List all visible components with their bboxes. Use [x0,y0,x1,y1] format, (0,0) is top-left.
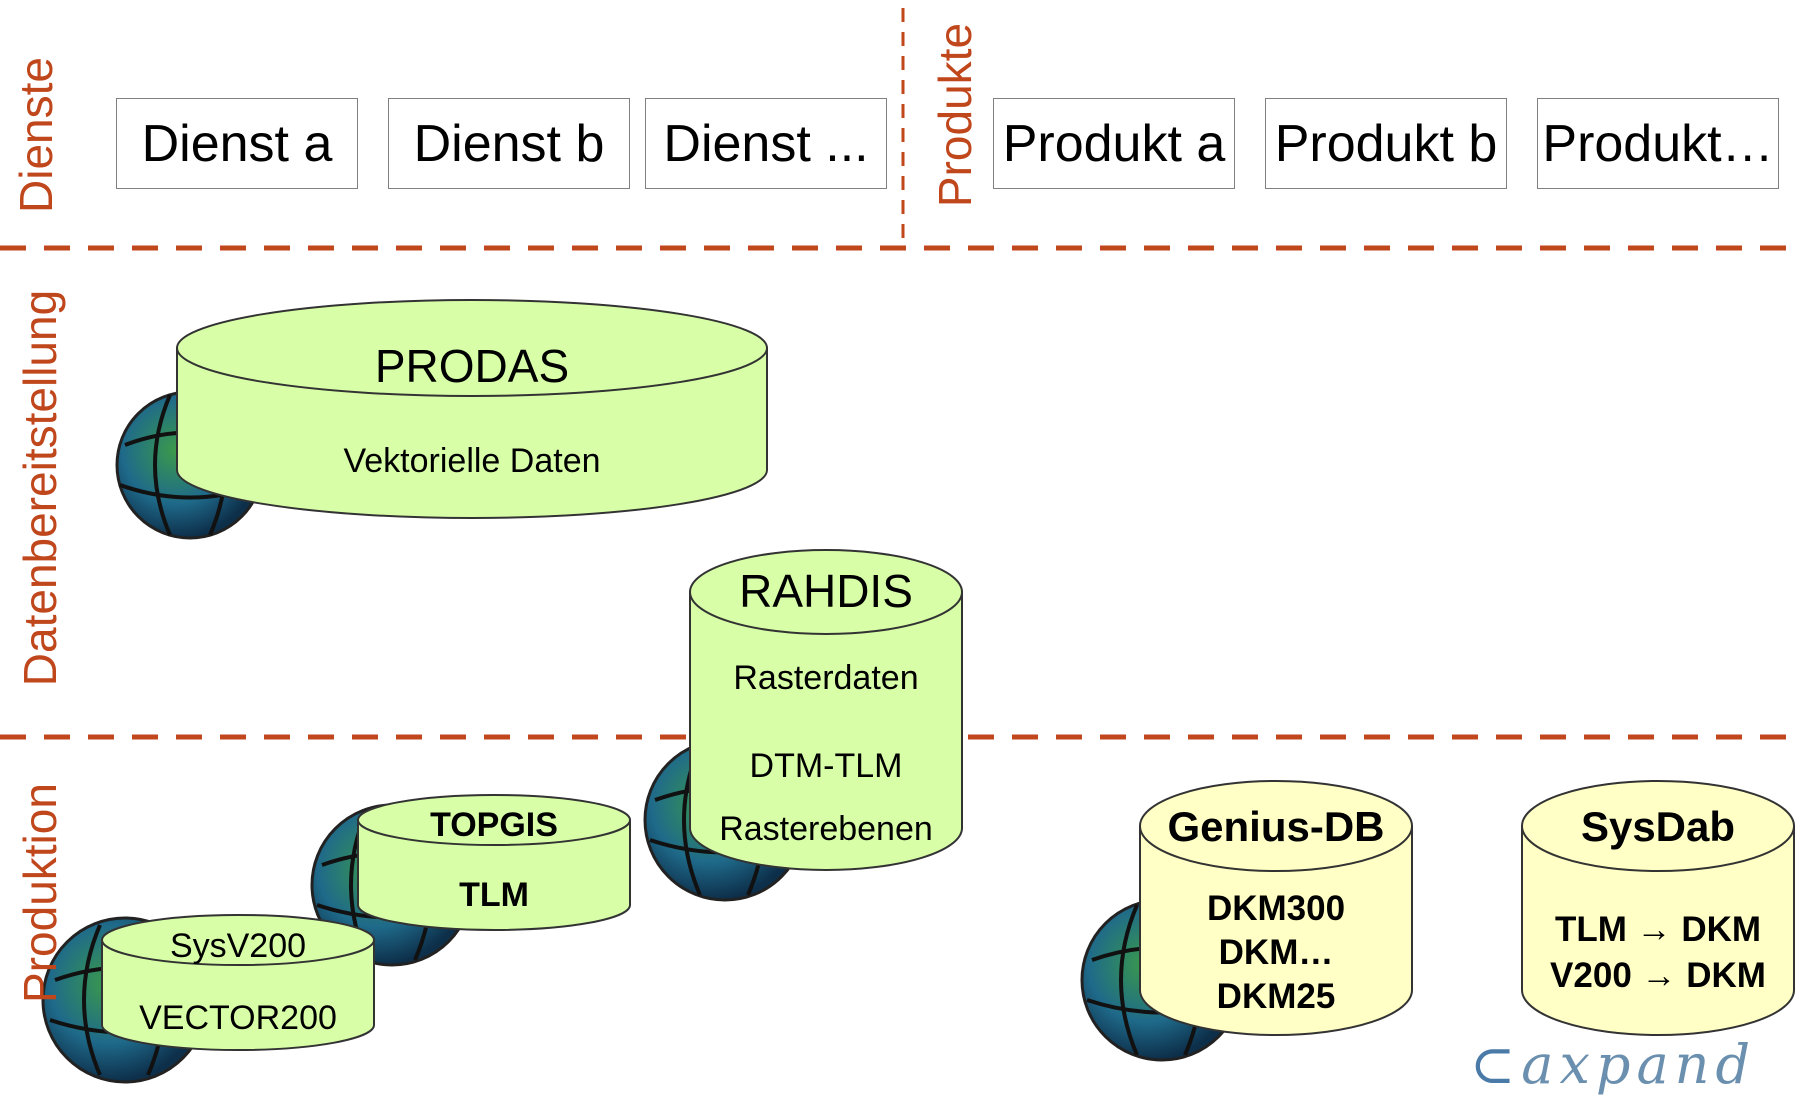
product-box-a: Produkt a [993,98,1235,189]
db-genius: Genius-DB DKM300 DKM… DKM25 [1139,780,1413,1036]
db-sysdab: SysDab TLM → DKM V200 → DKM [1521,780,1795,1036]
db-prodas-content: Vektorielle Daten [343,442,600,480]
db-sysdab-content-2: V200 → DKM [1550,956,1766,995]
db-sysdab-content-1: TLM → DKM [1555,910,1761,949]
db-genius-content-3: DKM25 [1217,977,1336,1016]
db-genius-content-2: DKM… [1219,933,1334,972]
db-sysdab-title: SysDab [1581,803,1735,850]
product-box-more: Produkt… [1537,98,1779,189]
service-box-b: Dienst b [388,98,630,189]
service-box-a: Dienst a [116,98,358,189]
db-prodas-title: PRODAS [375,340,569,392]
db-genius-content-1: DKM300 [1207,889,1345,928]
db-prodas: PRODAS Vektorielle Daten [176,299,768,519]
db-rahdis-title: RAHDIS [739,565,913,617]
db-rahdis: RAHDIS Rasterdaten DTM-TLM Rasterebenen [689,549,963,871]
db-rahdis-content-2: DTM-TLM [750,747,903,785]
product-box-b: Produkt b [1265,98,1507,189]
db-topgis-title: TOPGIS [430,806,558,844]
layer-label-produktion: Produktion [14,783,66,1003]
db-rahdis-content-1: Rasterdaten [733,659,918,697]
logo-mark-icon: ⊂ [1470,1033,1522,1096]
service-box-more: Dienst ... [645,98,887,189]
axpand-logo: ⊂axpand [1470,1033,1757,1096]
db-sysv200-content: VECTOR200 [139,999,337,1037]
db-rahdis-content-3: Rasterebenen [719,810,933,848]
db-genius-title: Genius-DB [1167,803,1384,850]
db-sysv200-title: SysV200 [170,927,306,965]
layer-label-produkte: Produkte [929,22,981,208]
layer-label-dienste: Dienste [10,57,62,213]
db-topgis: TOPGIS TLM [357,794,631,931]
layer-label-datenbereitstellung: Datenbereitstellung [14,289,66,687]
db-sysv200: SysV200 VECTOR200 [101,914,375,1051]
db-topgis-content: TLM [459,876,529,914]
